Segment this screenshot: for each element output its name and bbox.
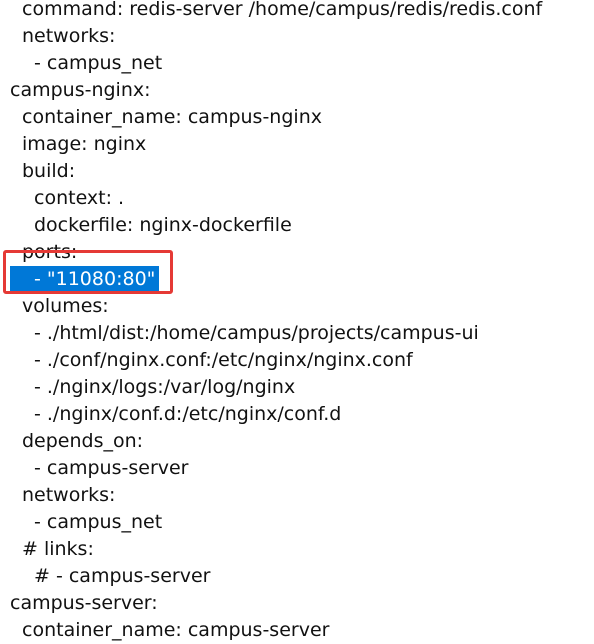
code-line[interactable]: - ./nginx/logs:/var/log/nginx <box>34 376 296 398</box>
code-line[interactable]: # links: <box>22 538 94 560</box>
code-line[interactable]: volumes: <box>22 295 109 317</box>
code-line[interactable]: networks: <box>22 484 116 506</box>
code-line[interactable]: depends_on: <box>22 430 144 452</box>
code-line[interactable]: - campus_net <box>34 511 163 533</box>
code-line[interactable]: ports: <box>22 241 78 263</box>
selected-code-line[interactable]: - "11080:80" <box>10 266 160 293</box>
code-line[interactable]: - ./nginx/conf.d:/etc/nginx/conf.d <box>34 403 342 425</box>
code-line[interactable]: image: nginx <box>22 133 147 155</box>
code-line[interactable]: - campus_net <box>34 52 163 74</box>
code-line[interactable]: networks: <box>22 25 116 47</box>
code-line[interactable]: command: redis-server /home/campus/redis… <box>22 0 543 20</box>
code-line[interactable]: container_name: campus-nginx <box>22 106 322 128</box>
code-line[interactable]: container_name: campus-server <box>22 619 330 641</box>
code-line[interactable]: campus-server: <box>10 592 158 614</box>
code-line[interactable]: # - campus-server <box>34 565 211 587</box>
code-line[interactable]: campus-nginx: <box>10 79 151 101</box>
code-line[interactable]: - ./html/dist:/home/campus/projects/camp… <box>34 322 479 344</box>
code-line[interactable]: build: <box>22 160 76 182</box>
code-line[interactable]: - ./conf/nginx.conf:/etc/nginx/nginx.con… <box>34 349 413 371</box>
code-line[interactable]: context: . <box>34 187 125 209</box>
code-line[interactable]: - campus-server <box>34 457 189 479</box>
code-line[interactable]: dockerfile: nginx-dockerfile <box>34 214 292 236</box>
